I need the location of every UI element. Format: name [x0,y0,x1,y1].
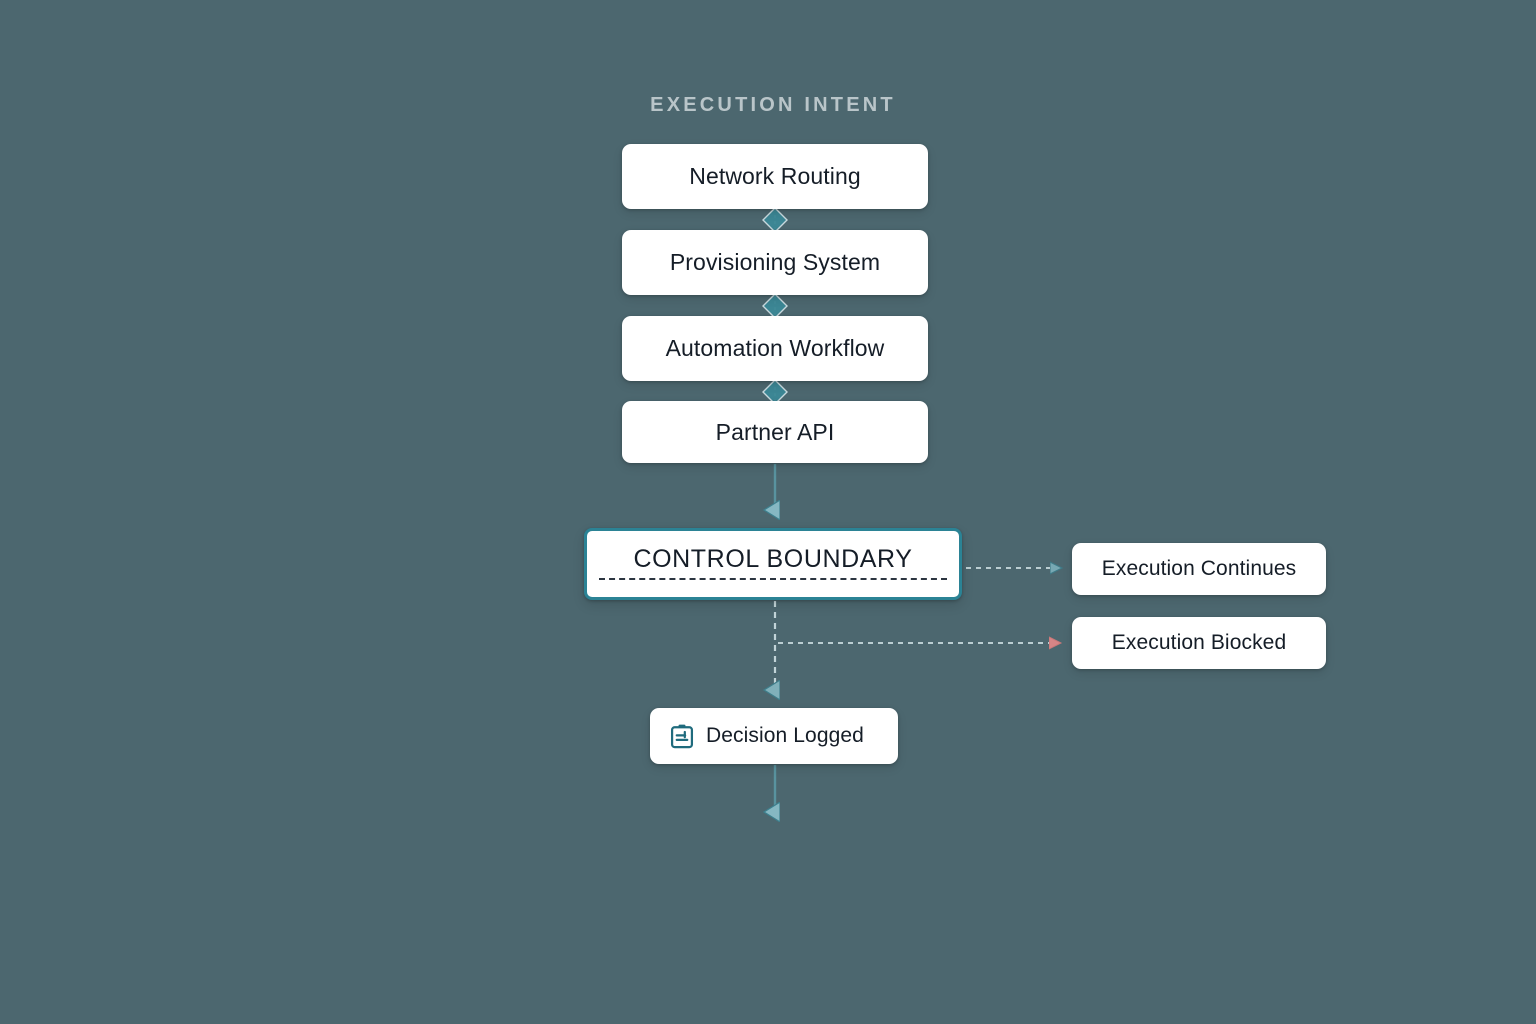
node-network-routing-label: Network Routing [689,163,861,189]
clipboard-check-icon [670,724,694,749]
control-boundary-divider [599,578,947,580]
connector-diamond-1 [762,207,788,233]
lane-title: EXECUTION INTENT [0,94,1536,117]
node-execution-blocked[interactable]: Execution Biocked [1072,617,1326,669]
node-provisioning-system-label: Provisioning System [669,249,881,275]
node-provisioning-system[interactable]: Provisioning System [622,230,928,295]
node-execution-continues-label: Execution Continues [1101,557,1297,580]
node-automation-workflow-label: Automation Workflow [665,335,885,361]
node-decision-logged-label: Decision Logged [706,724,864,747]
node-automation-workflow[interactable]: Automation Workflow [622,316,928,381]
node-execution-blocked-label: Execution Biocked [1111,631,1287,654]
node-decision-logged[interactable]: Decision Logged [650,708,898,764]
node-partner-api-label: Partner API [715,418,835,445]
connector-diamond-2 [762,293,788,319]
node-execution-continues[interactable]: Execution Continues [1072,543,1326,595]
node-control-boundary-label: CONTROL BOUNDARY [633,545,913,573]
node-network-routing[interactable]: Network Routing [622,144,928,209]
node-control-boundary[interactable]: CONTROL BOUNDARY [584,528,962,600]
node-partner-api[interactable]: Partner API [622,401,928,463]
lane-title-text: EXECUTION INTENT [650,94,896,116]
